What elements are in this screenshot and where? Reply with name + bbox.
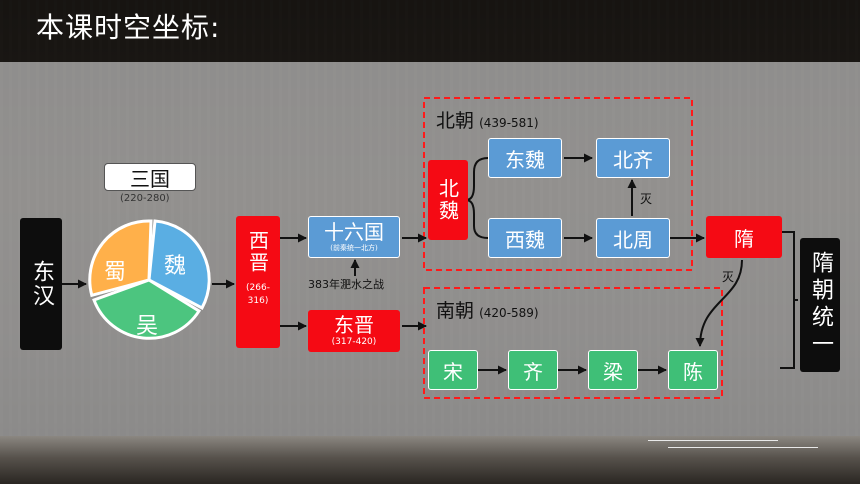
pie-label-wei: 魏 — [164, 254, 187, 279]
beichao-group-frame — [423, 97, 693, 271]
node-shiliuguo-note: (前秦统一北方) — [330, 244, 378, 252]
pie-label-wu: 吴 — [136, 314, 159, 339]
node-beiqi-label: 北齐 — [613, 147, 653, 172]
node-beizhou-label: 北周 — [613, 227, 653, 252]
node-sui-label: 隋 — [734, 226, 754, 251]
node-qi-label: 齐 — [523, 359, 543, 384]
beichao-title: 北朝 (439-581) — [436, 106, 539, 133]
feishui-label: 383年淝水之战 — [308, 278, 384, 291]
node-sui: 隋 — [706, 216, 782, 258]
node-qi: 齐 — [508, 350, 558, 390]
node-beiqi: 北齐 — [596, 138, 670, 178]
pie-slice-wu — [92, 278, 202, 340]
node-dongjin-label: 东晋 — [334, 313, 374, 337]
deco-line — [648, 440, 778, 441]
sanguo-title-label: 三国 — [130, 166, 170, 191]
nanchao-group-frame — [423, 287, 723, 399]
node-beizhou: 北周 — [596, 218, 670, 258]
node-dongwei-label: 东魏 — [505, 147, 545, 172]
brace-beiwei — [465, 157, 489, 239]
node-song: 宋 — [428, 350, 478, 390]
node-xijin: 西晋 (266-316) — [236, 216, 280, 348]
node-chen-label: 陈 — [683, 359, 703, 384]
node-liang-label: 梁 — [603, 359, 623, 384]
deco-line — [668, 447, 818, 448]
node-sui-unify: 隋朝统一 — [800, 238, 840, 372]
node-xijin-label: 西晋 — [245, 230, 270, 274]
sanguo-pie — [88, 219, 211, 340]
node-beiwei: 北魏 — [428, 160, 468, 240]
node-song-label: 宋 — [443, 359, 463, 384]
node-xiwei: 西魏 — [488, 218, 562, 258]
pie-label-shu: 蜀 — [104, 260, 127, 285]
node-sui-unify-label: 隋朝统一 — [808, 251, 833, 359]
bracket-sui-unify — [780, 231, 795, 369]
pie-slice-wei — [147, 219, 211, 311]
mie-label-beizhou: 灭 — [640, 192, 653, 206]
node-shiliuguo-label: 十六国 — [324, 220, 384, 244]
node-xiwei-label: 西魏 — [505, 227, 545, 252]
beichao-years: (439-581) — [479, 116, 539, 130]
nanchao-title-label: 南朝 — [436, 300, 475, 322]
slide-title: 本课时空坐标: — [36, 11, 221, 44]
node-donghan: 东汉 — [20, 218, 62, 350]
node-dongjin-years: (317-420) — [331, 337, 377, 347]
arrow-sui-chen — [695, 259, 743, 347]
nanchao-years: (420-589) — [479, 306, 539, 320]
nanchao-title: 南朝 (420-589) — [436, 296, 539, 323]
mie-label-sui: 灭 — [722, 270, 735, 284]
node-shiliuguo: 十六国 (前秦统一北方) — [308, 216, 400, 258]
node-liang: 梁 — [588, 350, 638, 390]
node-dongwei: 东魏 — [488, 138, 562, 178]
bottom-band — [0, 436, 860, 484]
node-dongjin: 东晋 (317-420) — [308, 310, 400, 352]
node-sanguo-title: 三国 — [104, 163, 196, 191]
node-beiwei-label: 北魏 — [435, 178, 460, 222]
beichao-title-label: 北朝 — [436, 110, 475, 132]
pie-slice-shu — [88, 219, 153, 298]
node-donghan-label: 东汉 — [29, 260, 54, 308]
title-bar — [0, 0, 860, 62]
node-xijin-years: (266-316) — [246, 283, 270, 306]
node-chen: 陈 — [668, 350, 718, 390]
sanguo-years: (220-280) — [120, 193, 170, 204]
